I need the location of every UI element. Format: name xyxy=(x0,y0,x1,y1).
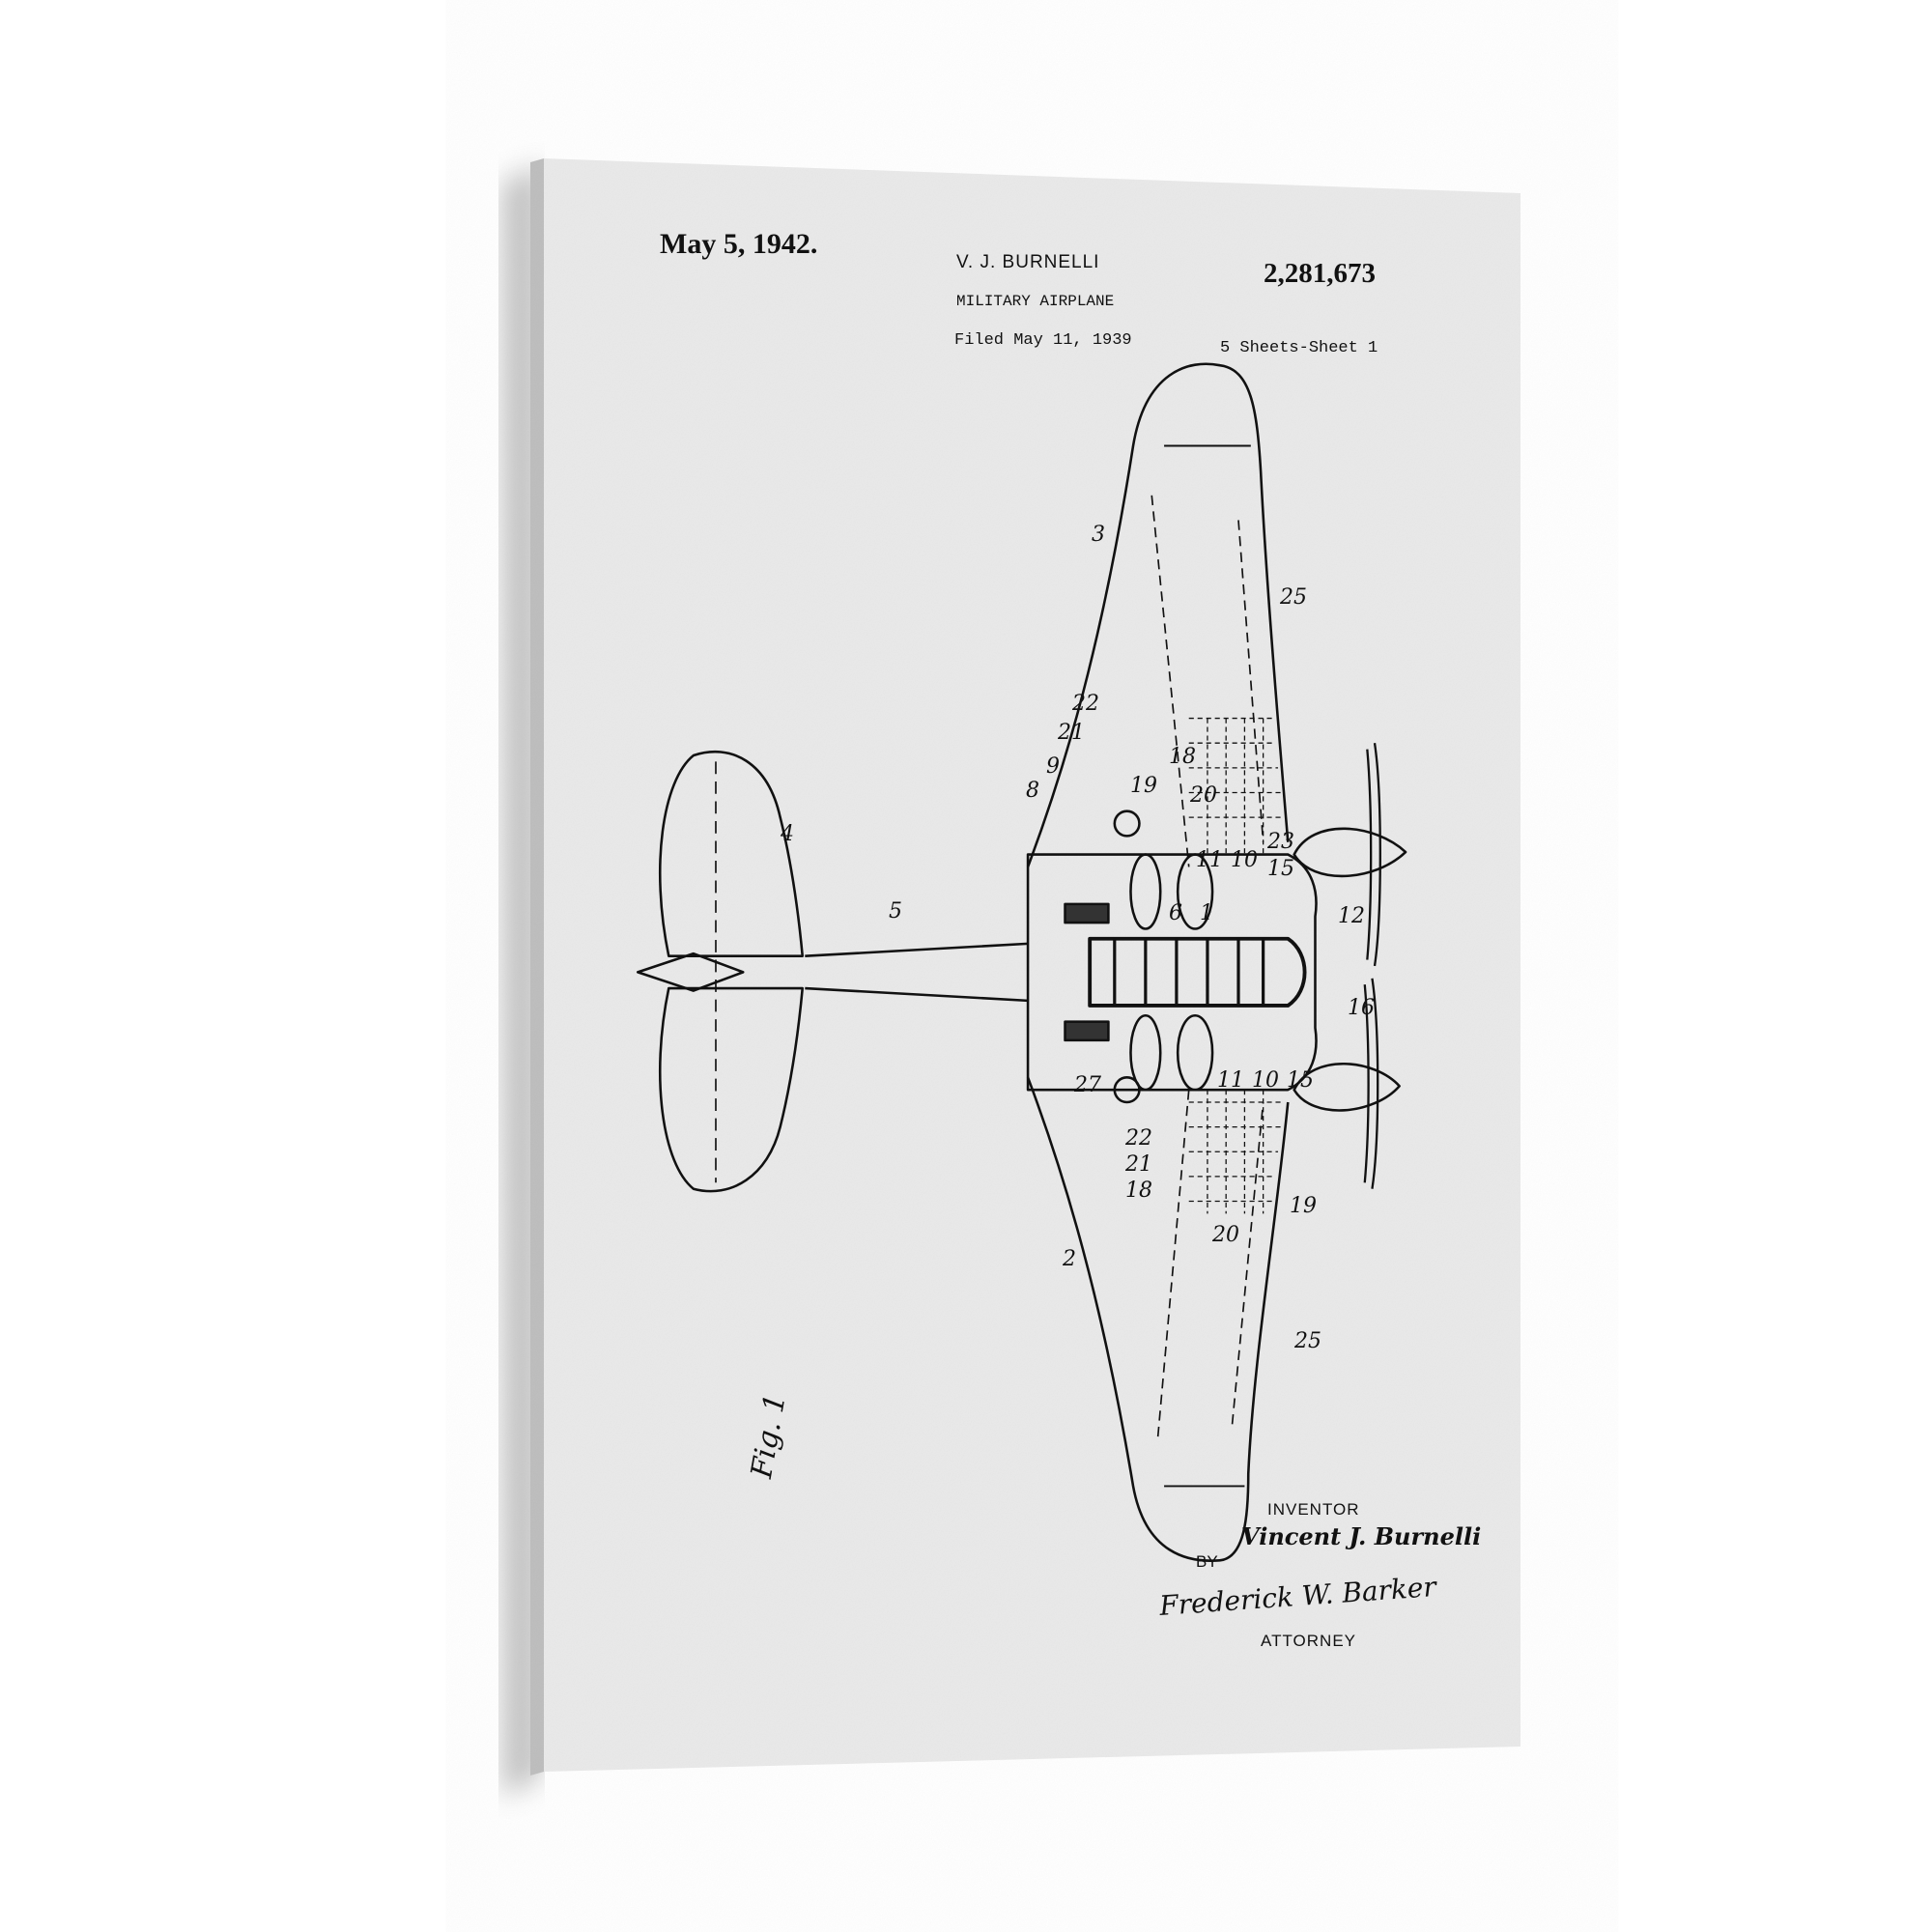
numeral: 27 xyxy=(1073,1073,1101,1097)
numeral: 12 xyxy=(1338,904,1365,928)
numeral: 18 xyxy=(1125,1179,1152,1203)
inventor-heading: V. J. BURNELLI xyxy=(956,252,1100,272)
stabilizer-upper xyxy=(658,751,805,957)
wing-outline-lower xyxy=(1026,1076,1290,1562)
sheet-count: 5 Sheets-Sheet 1 xyxy=(1220,339,1378,357)
numeral: 21 xyxy=(1057,721,1085,745)
numeral: 25 xyxy=(1293,1329,1321,1353)
propeller-upper xyxy=(1366,743,1381,967)
numeral: 15 xyxy=(1287,1068,1314,1093)
numeral: 8 xyxy=(1026,779,1039,803)
numeral: 18 xyxy=(1169,745,1196,769)
tail-boom xyxy=(805,942,1029,1003)
canvas-side-edge xyxy=(530,158,544,1776)
numeral: 19 xyxy=(1130,774,1157,798)
numeral: 10 xyxy=(1231,848,1258,872)
numeral: 10 xyxy=(1252,1068,1279,1093)
inventor-label: INVENTOR xyxy=(1267,1500,1360,1519)
numeral: 15 xyxy=(1267,857,1294,881)
numeral: 9 xyxy=(1046,754,1060,779)
numeral: 20 xyxy=(1189,783,1217,808)
numeral: 3 xyxy=(1092,523,1105,547)
numeral: 16 xyxy=(1348,996,1375,1020)
wing-outline xyxy=(1026,362,1290,867)
numeral: 25 xyxy=(1279,585,1307,610)
numeral: 1 xyxy=(1200,901,1213,925)
reference-numerals: 3 25 22 21 9 8 19 18 20 4 5 11 10 23 15 … xyxy=(780,523,1375,1353)
numeral: 23 xyxy=(1266,830,1294,854)
numeral: 2 xyxy=(1062,1247,1076,1271)
numeral: 19 xyxy=(1290,1194,1317,1218)
numeral: 20 xyxy=(1211,1223,1239,1247)
numeral: 11 xyxy=(1217,1068,1244,1093)
canvas-texture xyxy=(544,158,1520,1772)
engine-upper xyxy=(1293,827,1407,878)
numeral: 22 xyxy=(1071,692,1099,716)
by-label: BY xyxy=(1196,1552,1218,1571)
numeral: 5 xyxy=(889,899,902,923)
attorney-label: ATTORNEY xyxy=(1261,1632,1356,1650)
engine-lower xyxy=(1293,1063,1401,1112)
inventor-signature: Vincent J. Burnelli xyxy=(1241,1522,1482,1550)
numeral: 21 xyxy=(1124,1152,1152,1177)
patent-date: May 5, 1942. xyxy=(660,228,818,260)
numeral: 22 xyxy=(1124,1126,1152,1151)
propeller-lower xyxy=(1363,978,1379,1189)
patent-number: 2,281,673 xyxy=(1264,258,1376,289)
stabilizer-lower xyxy=(658,986,805,1193)
filed-date: Filed May 11, 1939 xyxy=(954,331,1132,350)
airplane-drawing xyxy=(636,362,1407,1562)
patent-title: MILITARY AIRPLANE xyxy=(956,293,1115,310)
numeral: 6 xyxy=(1169,901,1182,925)
numeral: 4 xyxy=(780,822,794,846)
numeral: 11 xyxy=(1196,848,1223,872)
